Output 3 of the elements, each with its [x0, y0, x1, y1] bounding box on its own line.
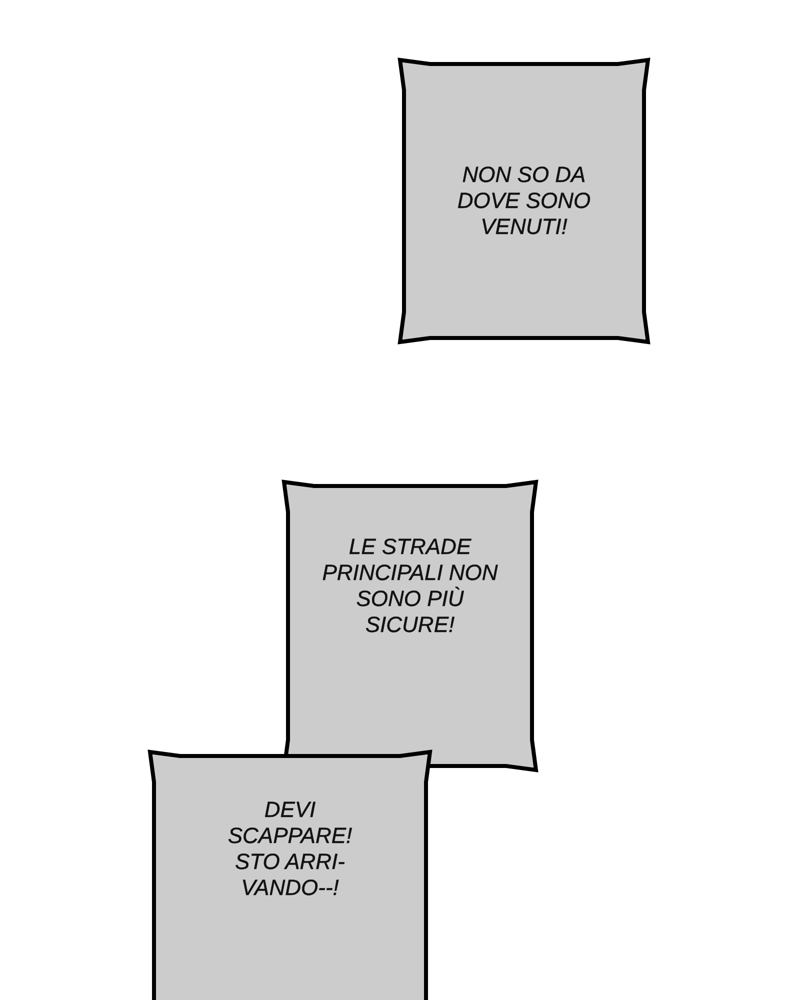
caption-text: DEVI SCAPPARE! STO ARRI- VANDO--! [226, 797, 354, 901]
caption-text: NON SO DA DOVE SONO VENUTI! [456, 162, 592, 240]
caption-text: LE STRADE PRINCIPALI NON SONO PIÙ SICURE! [321, 534, 499, 638]
